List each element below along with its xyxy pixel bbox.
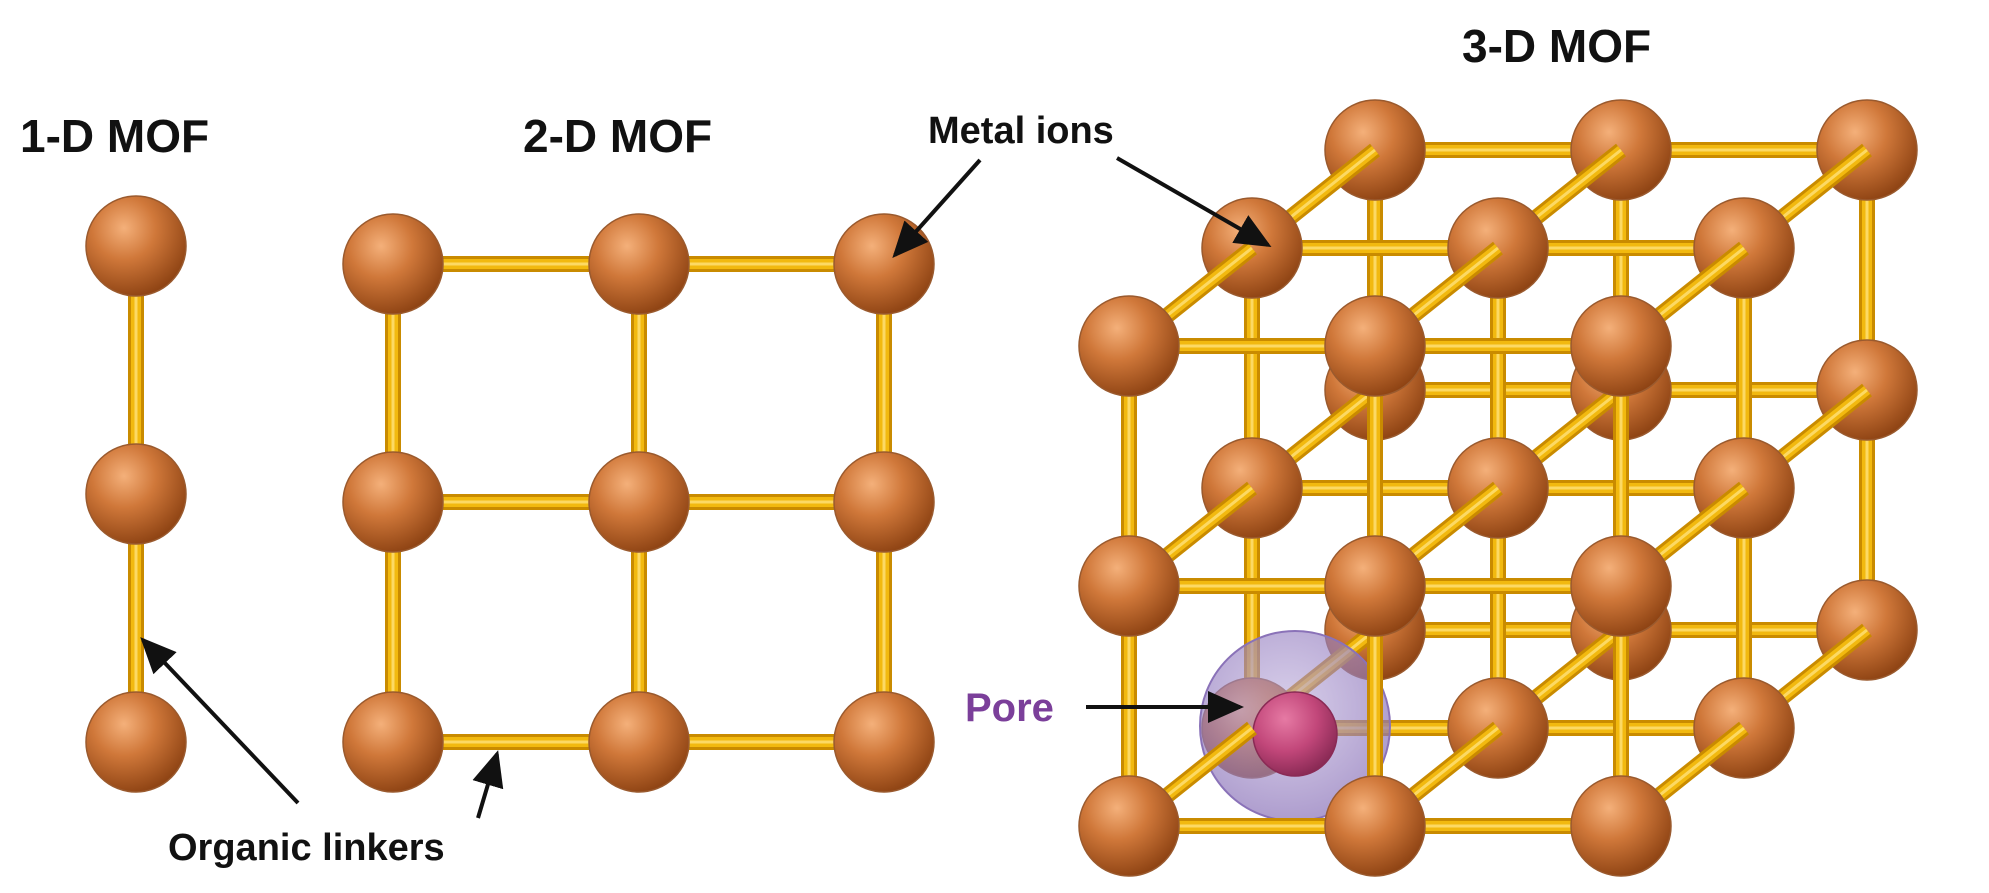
metal-ions-label: Metal ions xyxy=(928,110,1114,152)
metal-ion xyxy=(85,691,187,793)
annotation-organic-linkers: Organic linkers xyxy=(140,637,504,869)
metal-ion xyxy=(1078,295,1180,397)
metal-ion xyxy=(342,691,444,793)
arrow-organic-linkers-1d xyxy=(140,637,300,805)
metal-ion xyxy=(1570,535,1672,637)
metal-ion xyxy=(588,213,690,315)
organic-linkers-label: Organic linkers xyxy=(168,827,445,869)
metal-ion xyxy=(1078,775,1180,877)
title-2d-mof: 2-D MOF xyxy=(523,110,712,162)
annotation-metal-ions: Metal ions xyxy=(892,110,1272,258)
metal-ion xyxy=(1570,295,1672,397)
one-d-mof xyxy=(85,195,187,793)
three-d-front-layer xyxy=(1078,241,1749,877)
metal-ion xyxy=(833,451,935,553)
metal-ion xyxy=(1078,535,1180,637)
arrow-metal-ions-2d xyxy=(892,158,982,258)
metal-ion xyxy=(588,451,690,553)
pore-label: Pore xyxy=(965,686,1054,730)
arrow-metal-ions-3d xyxy=(1116,156,1272,247)
title-1d-mof: 1-D MOF xyxy=(20,110,209,162)
one-d-metal-ions xyxy=(85,195,187,793)
metal-ion xyxy=(588,691,690,793)
arrow-organic-linkers-2d xyxy=(472,750,504,819)
pore-ion xyxy=(1252,691,1338,777)
metal-ion xyxy=(1570,775,1672,877)
metal-ion xyxy=(1324,535,1426,637)
metal-ion xyxy=(85,443,187,545)
two-d-mof xyxy=(342,213,935,793)
metal-ion xyxy=(342,451,444,553)
metal-ion xyxy=(1324,295,1426,397)
pore xyxy=(1199,630,1391,822)
metal-ion xyxy=(85,195,187,297)
title-3d-mof: 3-D MOF xyxy=(1462,20,1651,72)
metal-ion xyxy=(342,213,444,315)
layer-metal-ions xyxy=(1078,295,1672,877)
metal-ion xyxy=(833,691,935,793)
metal-ion xyxy=(1324,775,1426,877)
three-d-mof xyxy=(1078,99,1918,877)
annotation-pore: Pore xyxy=(965,686,1244,730)
two-d-metal-ions xyxy=(342,213,935,793)
